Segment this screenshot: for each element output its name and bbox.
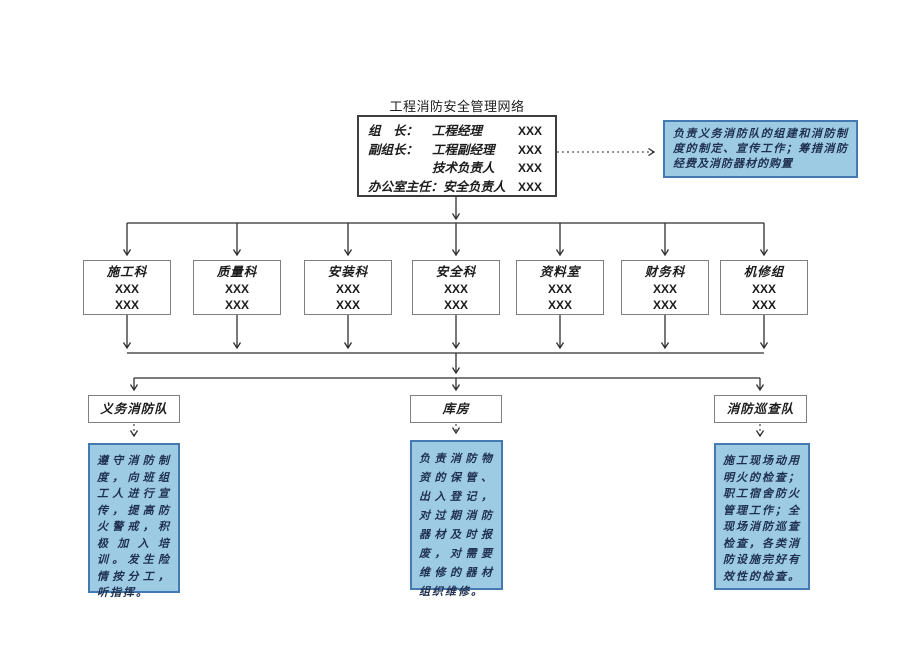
dept-box-jixiuzu: 机修组 XXX XXX bbox=[720, 260, 808, 315]
dept-box-shigongke: 施工科 XXX XXX bbox=[83, 260, 171, 315]
dept-title: 施工科 bbox=[106, 265, 148, 279]
dept-box-anquanke: 安全科 XXX XXX bbox=[412, 260, 500, 315]
solid-connectors bbox=[122, 197, 769, 392]
dept-member: XXX bbox=[547, 298, 572, 312]
team-box-warehouse: 库房 bbox=[410, 395, 502, 423]
dept-member: XXX bbox=[114, 298, 139, 312]
duty-note-patrol-team: 施工现场动用明火的检查；职工宿舍防火管理工作；全现场消防巡查检查，各类消防设施完… bbox=[714, 443, 810, 590]
dept-member: XXX bbox=[335, 282, 360, 296]
dept-box-ziliaoshi: 资料室 XXX XXX bbox=[516, 260, 604, 315]
duty-note-volunteer-brigade: 遵守消防制度，向班组工人进行宣传，提高防火警戒，积极加入培训。发生险情按分工，听… bbox=[88, 443, 180, 599]
dept-title: 安全科 bbox=[435, 265, 477, 279]
leader-role-label: 办公室主任： bbox=[368, 179, 444, 194]
dept-title: 机修组 bbox=[743, 265, 785, 279]
leader-role-label bbox=[368, 159, 432, 178]
leader-name: XXX bbox=[517, 161, 542, 175]
leader-position: 安全负责人 bbox=[443, 179, 506, 194]
team-box-patrol-team: 消防巡查队 bbox=[714, 395, 807, 423]
team-box-volunteer-brigade: 义务消防队 bbox=[88, 395, 180, 423]
dept-member: XXX bbox=[443, 298, 468, 312]
leader-row: 技术负责人 XXX bbox=[368, 159, 547, 178]
dept-member: XXX bbox=[751, 282, 776, 296]
dept-member: XXX bbox=[224, 298, 249, 312]
dept-member: XXX bbox=[547, 282, 572, 296]
dept-title: 安装科 bbox=[327, 265, 369, 279]
leader-name: XXX bbox=[517, 179, 542, 194]
leader-position: 工程副经理 bbox=[432, 142, 495, 157]
dept-member: XXX bbox=[335, 298, 360, 312]
dept-box-zhiliangke: 质量科 XXX XXX bbox=[193, 260, 281, 315]
dept-box-caiwuke: 财务科 XXX XXX bbox=[621, 260, 709, 315]
leader-name: XXX bbox=[517, 124, 542, 138]
leader-row: 办公室主任： 安全负责人 XXX bbox=[368, 178, 547, 197]
leader-row: 组 长： 工程经理 XXX bbox=[368, 122, 547, 141]
dotted-connectors bbox=[129, 147, 765, 438]
leader-role-label: 副组长： bbox=[368, 142, 419, 157]
leader-position: 工程经理 bbox=[432, 124, 483, 138]
dept-box-anzhuangke: 安装科 XXX XXX bbox=[304, 260, 392, 315]
dept-title: 资料室 bbox=[539, 265, 581, 279]
leader-name: XXX bbox=[517, 142, 542, 157]
dept-member: XXX bbox=[652, 298, 677, 312]
dept-title: 财务科 bbox=[644, 265, 686, 279]
dept-title: 质量科 bbox=[216, 265, 258, 279]
dept-member: XXX bbox=[114, 282, 139, 296]
dept-member: XXX bbox=[751, 298, 776, 312]
diagram-title: 工程消防安全管理网络 bbox=[389, 99, 525, 114]
dept-member: XXX bbox=[652, 282, 677, 296]
leader-role-label: 组 长： bbox=[368, 124, 419, 138]
dept-member: XXX bbox=[224, 282, 249, 296]
leader-position: 技术负责人 bbox=[432, 161, 495, 175]
leadership-box: 组 长： 工程经理 XXX 副组长： 工程副经理 XXX 技术负责人 XXX 办… bbox=[357, 115, 557, 197]
dept-member: XXX bbox=[443, 282, 468, 296]
office-duty-note: 负责义务消防队的组建和消防制度的制定、宣传工作；筹措消防经费及消防器材的购置 bbox=[663, 120, 858, 178]
duty-note-warehouse: 负责消防物资的保管、出入登记，对过期消防器材及时报废，对需要维修的器材组织维修。 bbox=[410, 440, 503, 598]
leader-row: 副组长： 工程副经理 XXX bbox=[368, 141, 547, 160]
